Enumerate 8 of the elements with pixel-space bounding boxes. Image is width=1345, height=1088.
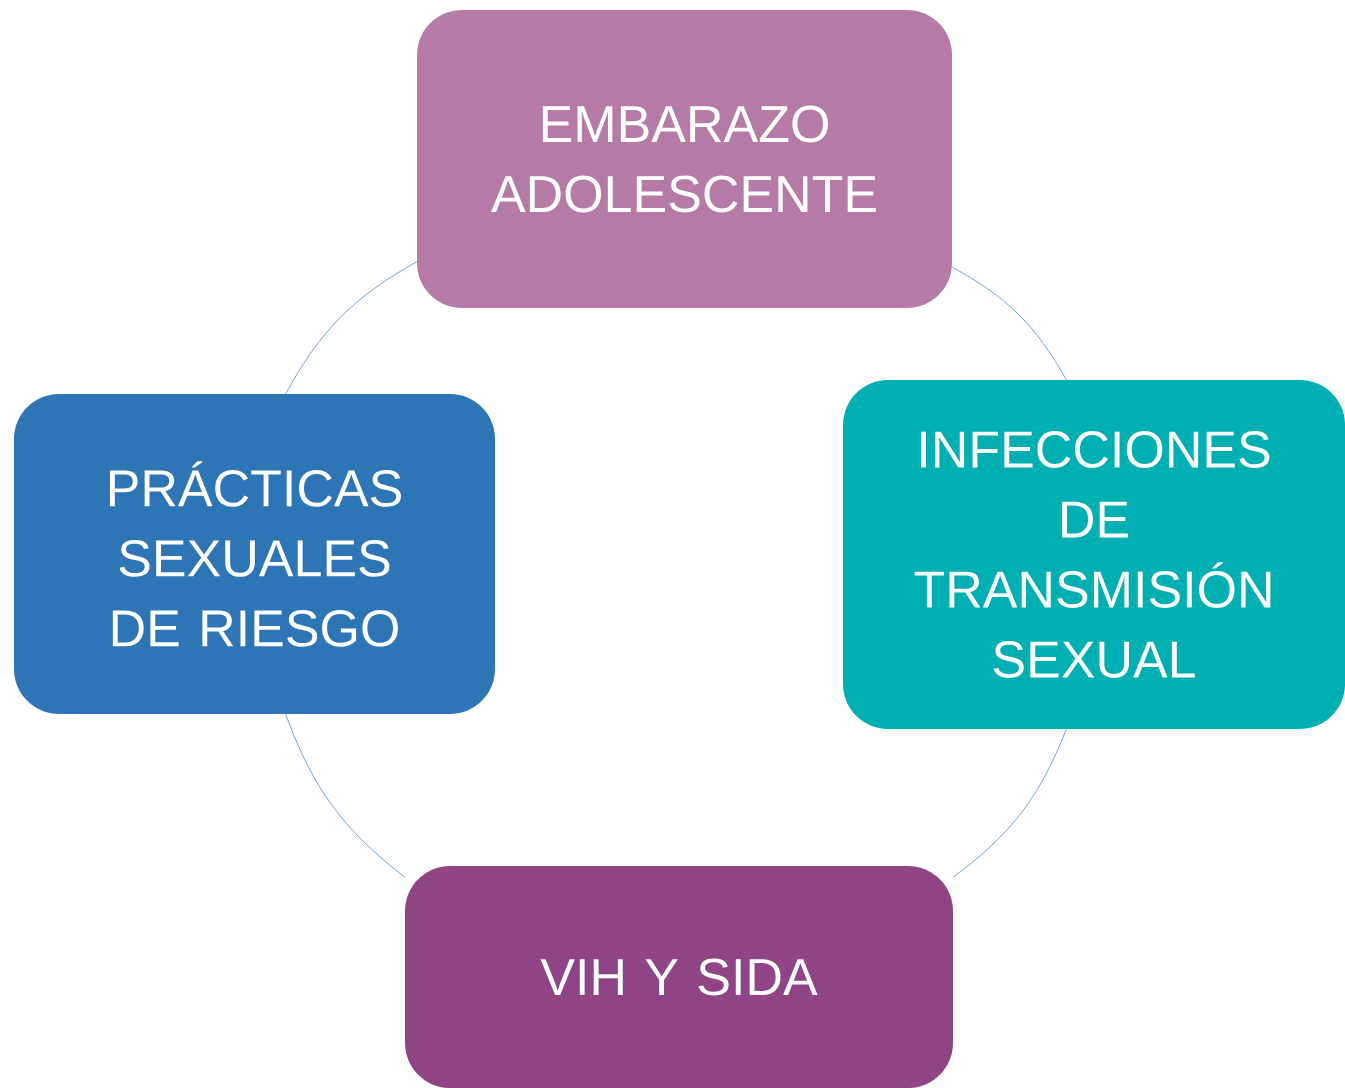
process-box: INFECCIONES DE TRANSMISIÓN SEXUAL xyxy=(843,380,1345,729)
connector-arc xyxy=(952,728,1067,878)
connector-arc xyxy=(285,713,406,878)
process-box: EMBARAZO ADOLESCENTE xyxy=(417,10,952,308)
process-box: VIH Y SIDA xyxy=(405,866,953,1088)
connector-arc xyxy=(951,266,1067,381)
connector-arc xyxy=(285,261,418,395)
process-box: PRÁCTICAS SEXUALES DE RIESGO xyxy=(14,394,495,714)
